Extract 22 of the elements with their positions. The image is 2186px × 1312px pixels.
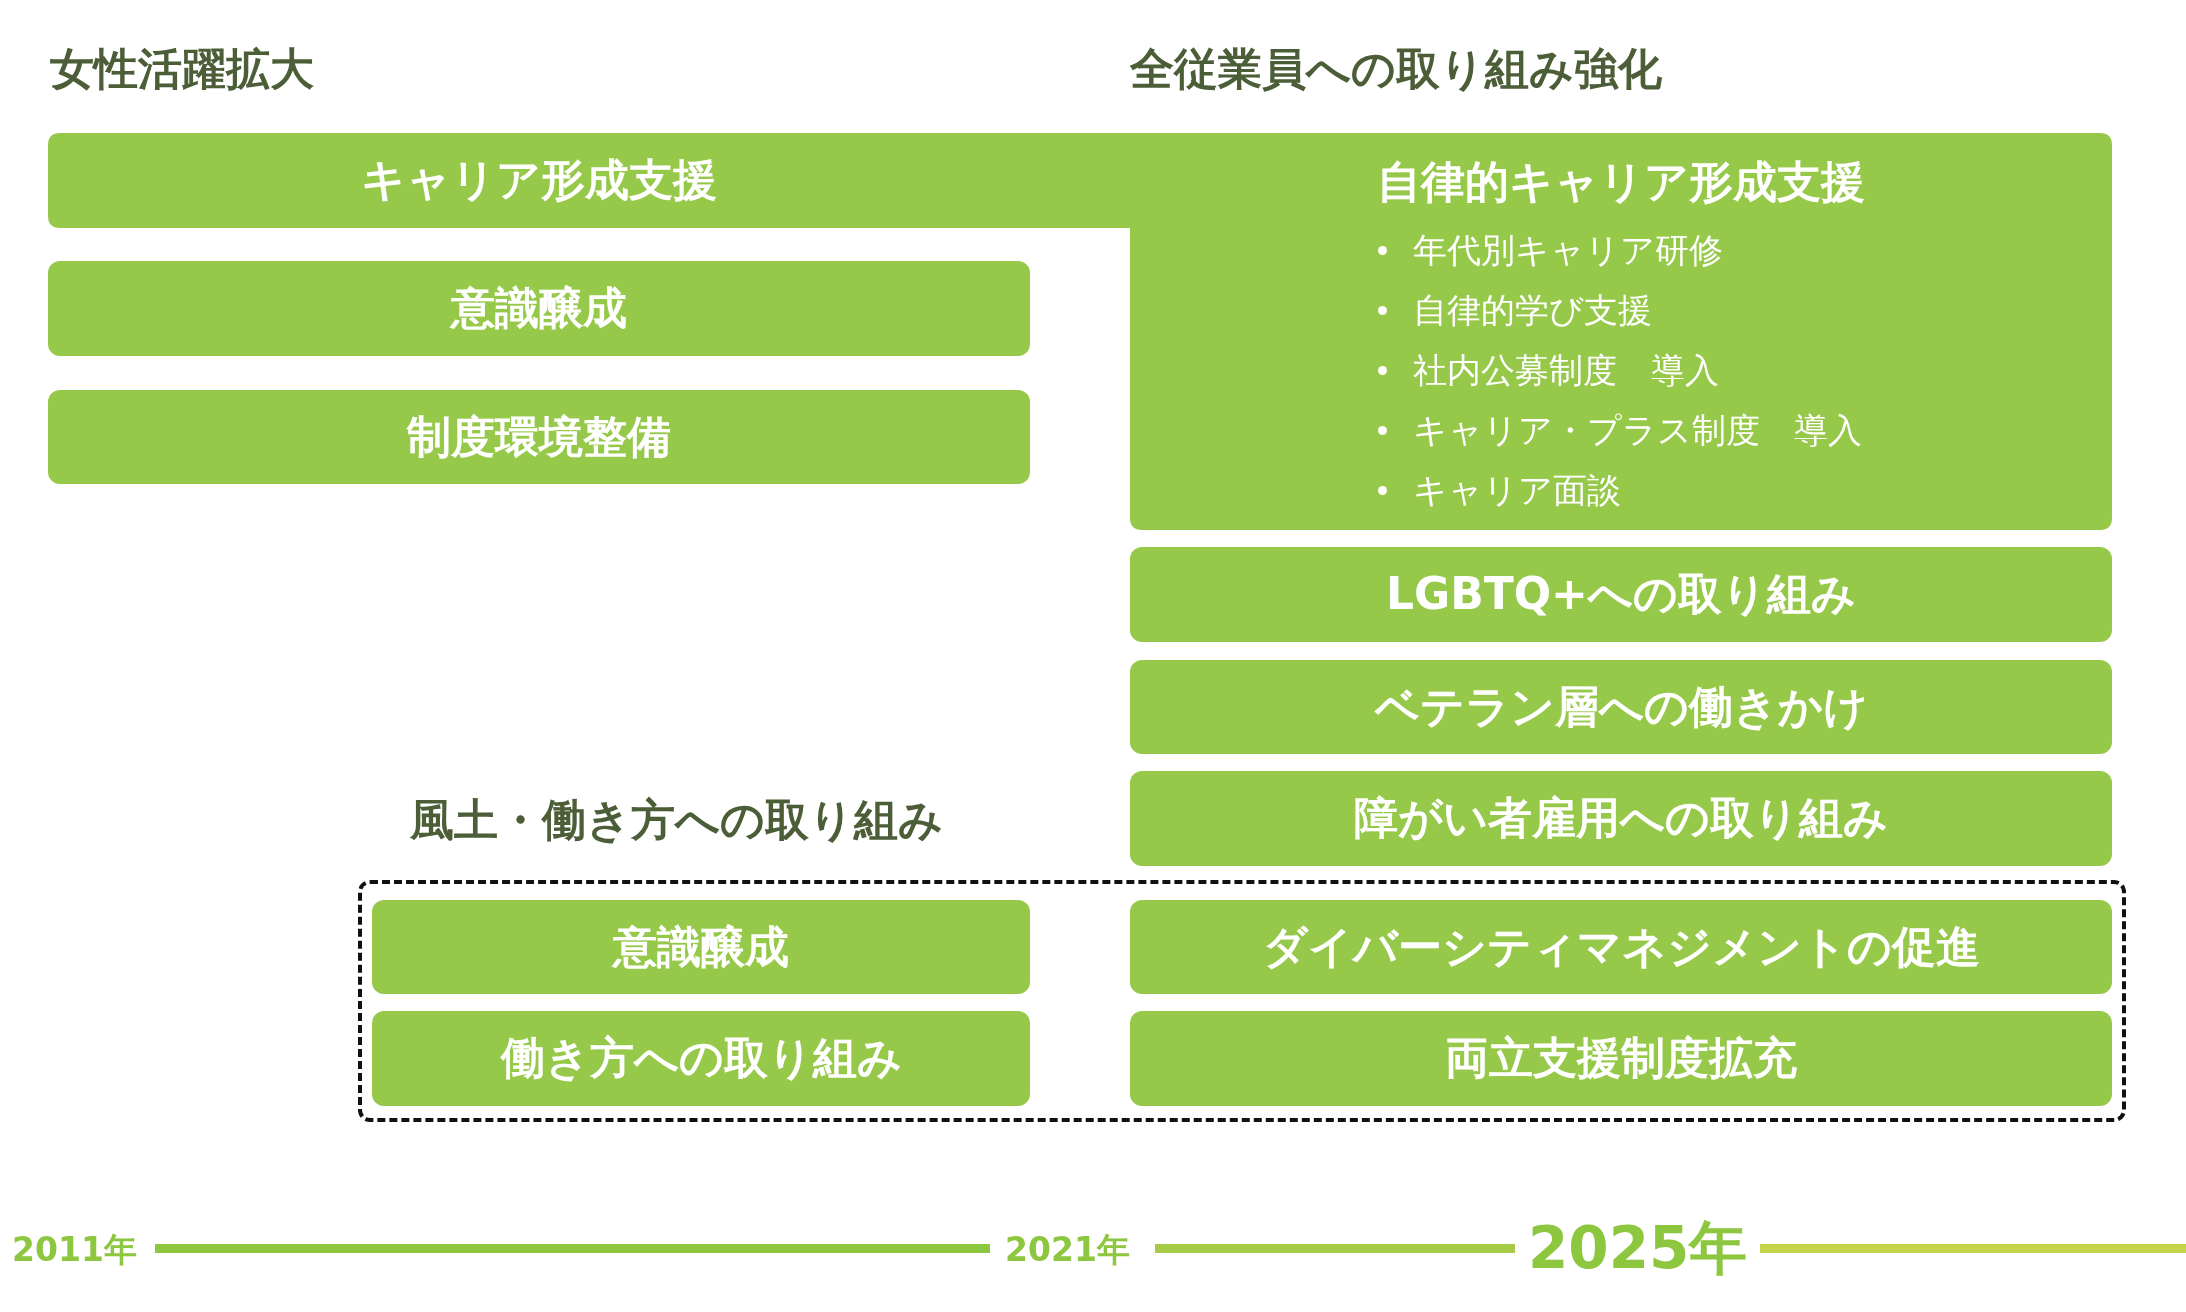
bullet-text: 年代別キャリア研修 <box>1413 229 1723 272</box>
panel-heading: 自律的キャリア形成支援 <box>1376 155 1866 209</box>
bullet-text: キャリア面談 <box>1413 469 1621 512</box>
rounded-box: 意識醸成 <box>372 900 1030 994</box>
rounded-box: 意識醸成 <box>48 261 1030 356</box>
bullet-text: キャリア・プラス制度 導入 <box>1413 409 1862 452</box>
bullet-text: 社内公募制度 導入 <box>1413 349 1719 392</box>
year-label: 2021年 <box>1005 1229 1130 1271</box>
group-heading: 風土・働き方への取り組み <box>410 793 943 847</box>
rounded-box: ダイバーシティマネジメントの促進 <box>1130 900 2112 994</box>
bullet-text: 自律的学び支援 <box>1413 289 1652 332</box>
rounded-box: 障がい者雇用への取り組み <box>1130 771 2112 866</box>
year-label: 2025年 <box>1528 1213 1748 1284</box>
rounded-box: 働き方への取り組み <box>372 1011 1030 1106</box>
panel-heading: キャリア形成支援 <box>360 153 718 207</box>
year-label: 2011年 <box>12 1229 137 1271</box>
rounded-box: 両立支援制度拡充 <box>1130 1011 2112 1106</box>
rounded-box: 制度環境整備 <box>48 390 1030 484</box>
column-heading: 女性活躍拡大 <box>50 42 314 96</box>
column-heading: 全従業員への取り組み強化 <box>1130 42 1662 96</box>
rounded-box: ベテラン層への働きかけ <box>1130 660 2112 754</box>
rounded-box: LGBTQ+への取り組み <box>1130 547 2112 642</box>
